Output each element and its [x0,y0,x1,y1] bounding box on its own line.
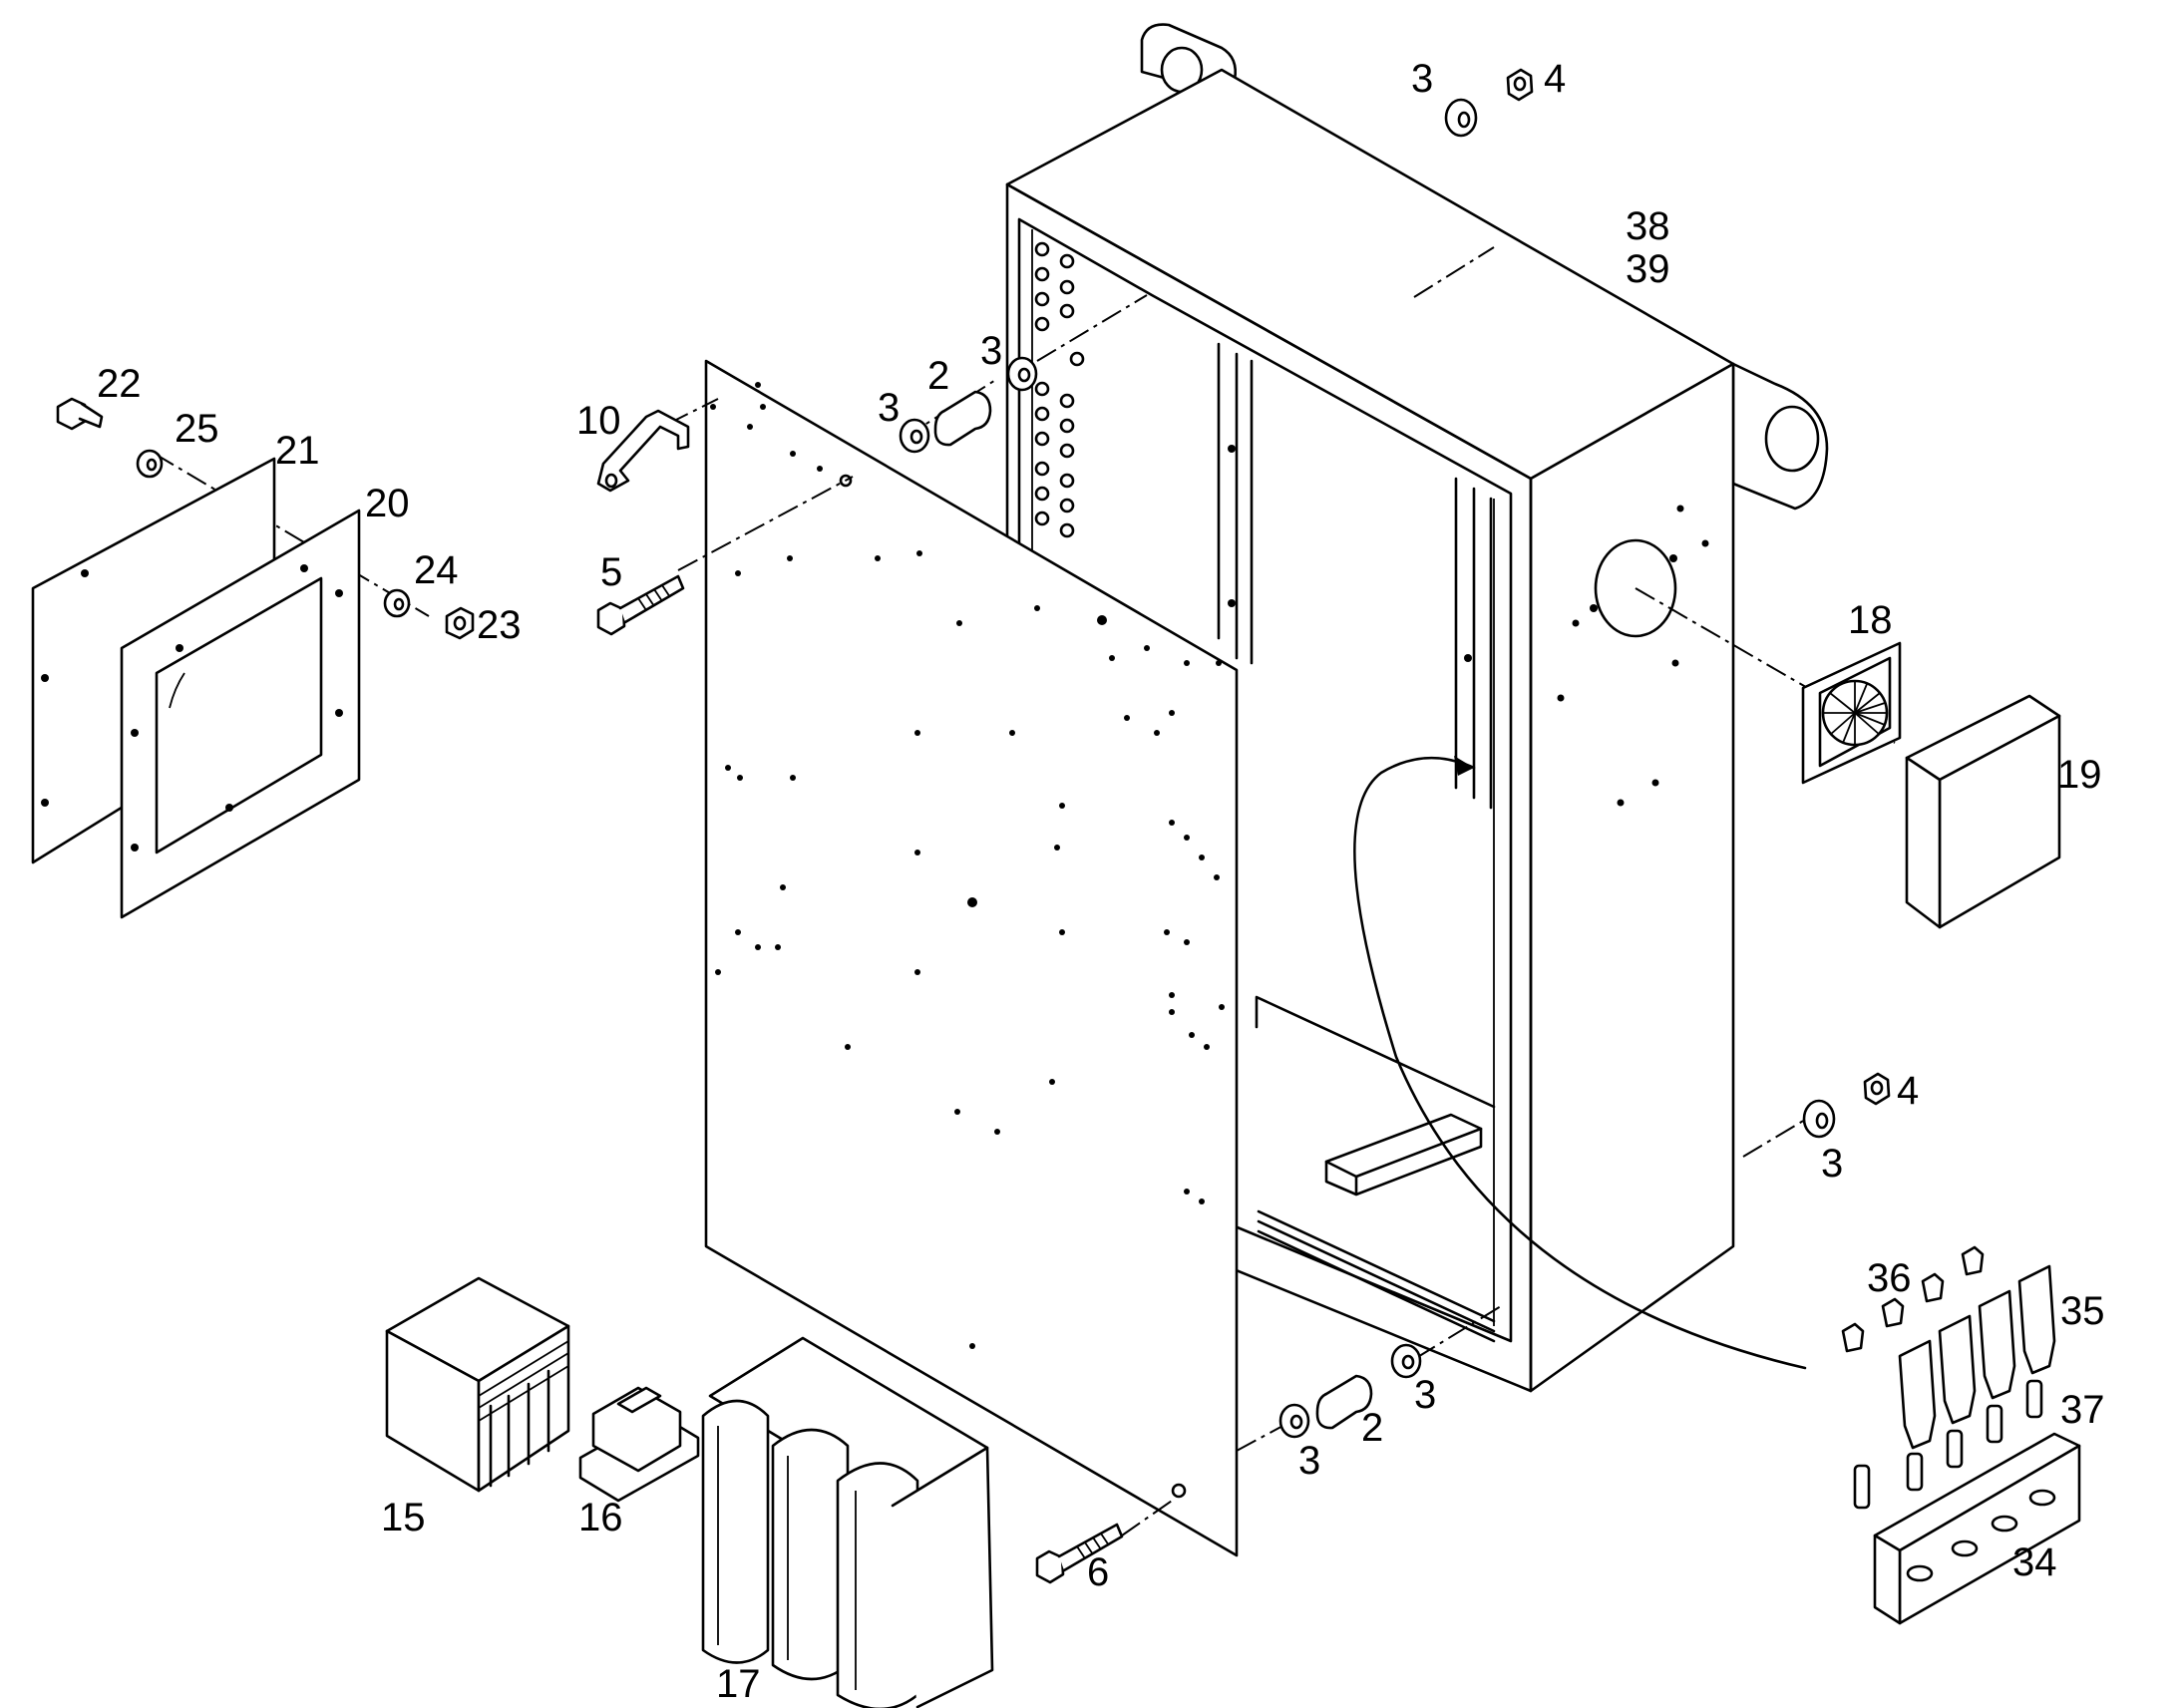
enclosure-cabinet [1005,23,1829,1393]
callout-5: 5 [600,550,622,594]
callout-2a: 2 [927,354,949,398]
callout-25: 25 [175,407,219,451]
callout-35: 35 [2060,1289,2105,1333]
callout-4a: 4 [1544,57,1566,101]
callout-34: 34 [2012,1540,2057,1584]
terminal-pins-37 [1853,1379,2043,1510]
transformer-16 [578,1386,700,1503]
callout-18: 18 [1848,598,1893,642]
screw-22 [56,397,104,431]
bracket-10 [596,409,690,493]
bolt-5 [596,574,685,636]
callout-4b: 4 [1897,1069,1919,1113]
hardware-top [899,68,1534,454]
mounting-panel [704,359,1239,1557]
callout-6: 6 [1087,1550,1109,1594]
callout-10: 10 [576,399,621,443]
callout-39: 39 [1626,247,1670,291]
relay-block-15 [385,1276,570,1493]
callout-21: 21 [275,429,320,473]
callout-3e: 3 [1298,1439,1320,1483]
callout-22: 22 [97,362,142,406]
callout-17: 17 [716,1662,761,1706]
washer-24 [383,588,411,618]
callout-16: 16 [578,1496,623,1539]
callout-2b: 2 [1361,1406,1383,1450]
callout-36: 36 [1867,1256,1912,1300]
callout-38: 38 [1626,204,1670,248]
hardware-side [1802,1072,1891,1139]
terminal-rail-34 [1873,1432,2081,1625]
filter-cover-19 [1905,694,2061,929]
callout-3d: 3 [1821,1142,1843,1186]
fan-18 [1801,641,1902,785]
frame-20 [120,509,361,919]
nut-23 [445,606,475,640]
callout-labels: 3 4 38 39 22 25 21 20 24 23 10 3 2 3 5 1… [97,57,2105,1706]
callout-3f: 3 [1414,1373,1436,1417]
connectors-36 [1841,1245,1985,1353]
callout-23: 23 [477,603,522,647]
washer-25 [136,449,164,479]
callout-3c: 3 [980,329,1002,373]
vent-perforations [1034,241,1085,538]
callout-19: 19 [2057,753,2102,797]
capacitor-bank-17 [701,1336,994,1708]
callout-20: 20 [365,482,410,525]
callout-3a: 3 [1411,57,1433,101]
callout-3b: 3 [878,386,900,430]
callout-24: 24 [414,548,459,592]
callout-15: 15 [381,1496,426,1539]
bolt-6 [1035,1523,1124,1584]
terminals-35 [1898,1264,2056,1450]
hardware-bottom [1278,1343,1422,1439]
callout-37: 37 [2060,1388,2105,1432]
